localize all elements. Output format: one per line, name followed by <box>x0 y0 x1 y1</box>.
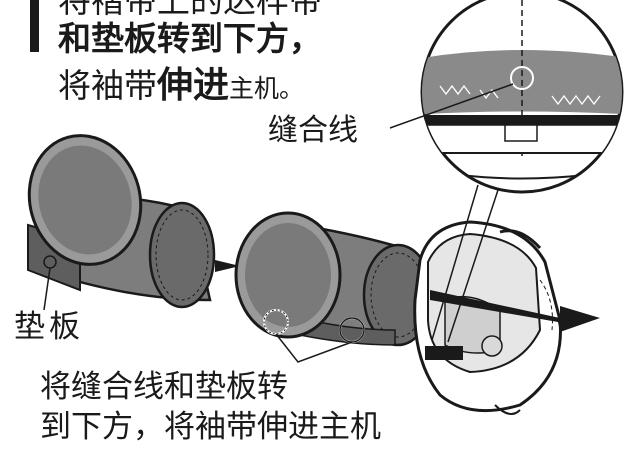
pad-band-middle <box>299 317 396 346</box>
instruction-line-2: 和垫板转到下方， <box>58 19 322 58</box>
seam-leader-line <box>389 83 514 129</box>
cuff-left-back-ring <box>148 201 216 309</box>
seam-line-label: 缝合线 <box>268 113 358 148</box>
pad-label: 垫板 <box>14 309 84 345</box>
cuff-left <box>27 134 216 311</box>
insertion-arrow <box>430 290 600 332</box>
zoom-callout <box>389 0 624 343</box>
arrow-between <box>215 260 240 272</box>
instruction-line-3-b: 伸进 <box>157 65 230 106</box>
caption-line-2: 到下方，将袖带伸进主机 <box>40 409 381 445</box>
instruction-line-3: 将袖带伸进主机。 <box>58 68 304 104</box>
heading-bar <box>30 0 39 52</box>
seam-marker-zoom <box>510 66 534 90</box>
zoom-pointer-line-1 <box>431 184 479 341</box>
instruction-line-3-a: 将袖带 <box>58 66 157 105</box>
instruction-line-1: 将褶带上的达样带 <box>58 0 322 20</box>
caption-leader <box>275 333 353 363</box>
caption-line-1: 将缝合线和垫板转 <box>40 369 288 405</box>
instruction-line-3-c: 主机。 <box>229 74 305 103</box>
zoom-pointer-line-2 <box>447 189 499 343</box>
cuff-middle <box>234 211 434 363</box>
pad-leader-line <box>43 267 51 311</box>
